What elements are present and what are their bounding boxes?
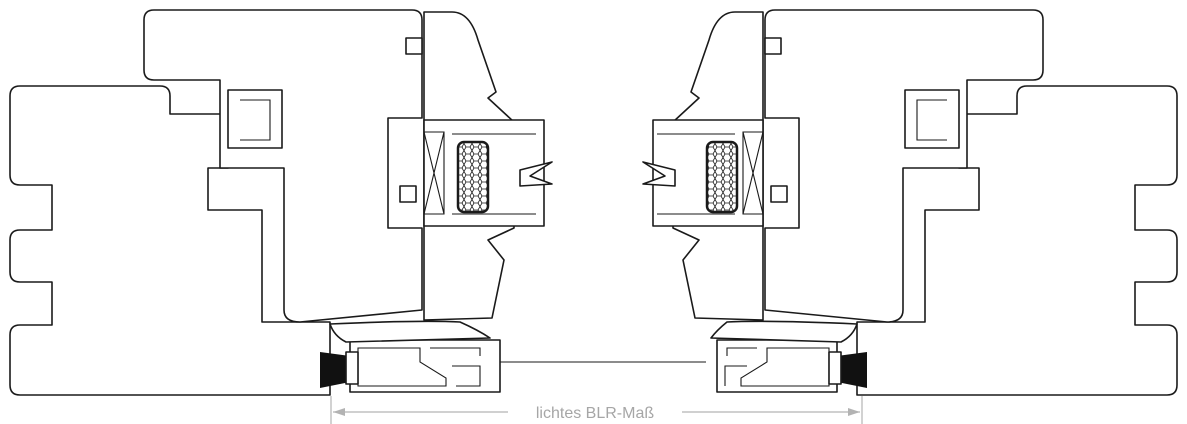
left-door-leaf — [143, 9, 423, 323]
left-seal-notch — [519, 161, 553, 187]
right-seal-lip — [710, 320, 858, 343]
right-brush-seal — [837, 352, 867, 388]
right-door-leaf — [764, 9, 1044, 323]
left-seal-strip — [456, 140, 490, 214]
right-tab-bottom — [770, 185, 788, 203]
left-brush-holder — [345, 351, 359, 385]
left-frame-profile — [9, 85, 331, 396]
left-door-section — [9, 9, 706, 396]
right-seal-strip — [705, 140, 739, 214]
right-seal-notch — [642, 161, 676, 187]
left-rebate-detail — [227, 89, 283, 149]
clear-width-dimension: lichtes BLR-Maß — [330, 396, 863, 424]
right-tab-top — [764, 37, 782, 55]
right-rebate-detail — [904, 89, 960, 149]
left-tab-top — [405, 37, 423, 55]
left-seal-lip — [329, 320, 491, 343]
right-door-section — [642, 9, 1178, 396]
left-brush-seal — [320, 352, 350, 388]
right-frame-profile — [856, 85, 1178, 396]
right-brush-holder — [828, 351, 842, 385]
dimension-label: lichtes BLR-Maß — [536, 405, 654, 422]
left-tab-bottom — [399, 185, 417, 203]
